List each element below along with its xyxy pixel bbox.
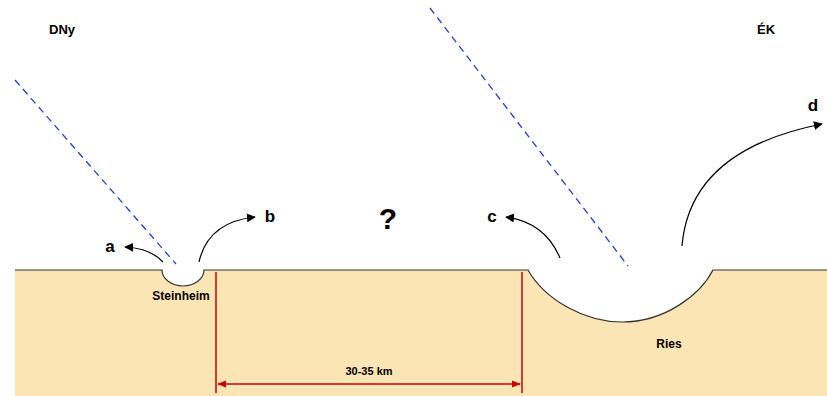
crater-name: Ries [656, 338, 681, 351]
arrow-letter: b [265, 208, 275, 227]
dimension-label: 30-35 km [345, 365, 392, 377]
ground [15, 270, 827, 396]
arrow-letter: a [105, 238, 114, 257]
dimension-extension [215, 272, 217, 393]
dimension-extension [521, 272, 523, 393]
arrow-letter: c [487, 208, 496, 227]
ejecta-arrow [125, 247, 163, 262]
crater-name: Steinheim [152, 290, 209, 303]
ground-surface [15, 270, 827, 322]
direction-label: ÉK [757, 23, 775, 37]
direction-label: DNy [49, 23, 75, 37]
question-mark: ? [379, 202, 397, 235]
ejecta-arrow [506, 217, 560, 258]
impact-trajectory [15, 80, 176, 264]
impact-trajectory [430, 8, 628, 266]
ejecta-arrow [199, 217, 255, 262]
ejecta-arrow [682, 124, 822, 246]
dimension-line [218, 383, 520, 385]
arrow-letter: d [808, 97, 818, 116]
